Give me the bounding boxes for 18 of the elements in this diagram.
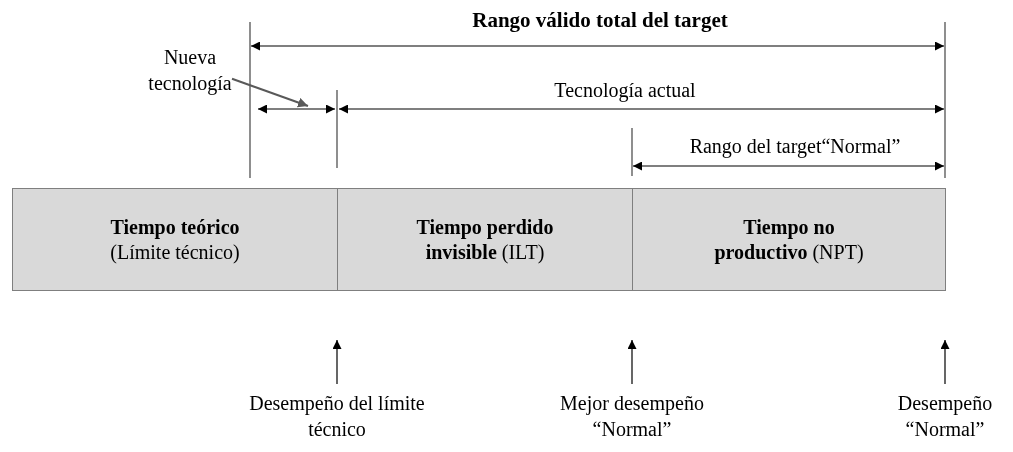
- bar-segment: [12, 188, 338, 291]
- leader-arrow: [231, 77, 309, 108]
- segment-text: Tiempo perdido invisible (ILT): [415, 214, 555, 265]
- bar-segment: [337, 188, 633, 291]
- bar-segment: [632, 188, 946, 291]
- dimension-label: Rango válido total del target: [471, 8, 729, 32]
- annotation-text: Nueva tecnología: [140, 44, 240, 100]
- leader-arrow: [940, 339, 950, 385]
- dimension-label: Tecnología actual: [553, 78, 697, 102]
- segment-text: (Límite técnico): [110, 239, 240, 265]
- segment-text: Tiempo no productivo (NPT): [713, 214, 865, 265]
- leader-arrow: [627, 339, 637, 385]
- annotation-text: Desempeño del límite técnico: [242, 390, 432, 446]
- annotation-text: Desempeño “Normal”: [862, 390, 1013, 446]
- segment-text: Tiempo teórico: [110, 214, 240, 240]
- annotation-text: Mejor desempeño “Normal”: [520, 390, 744, 446]
- dimension-label: Rango del target“Normal”: [688, 134, 902, 158]
- leader-arrow: [332, 339, 342, 385]
